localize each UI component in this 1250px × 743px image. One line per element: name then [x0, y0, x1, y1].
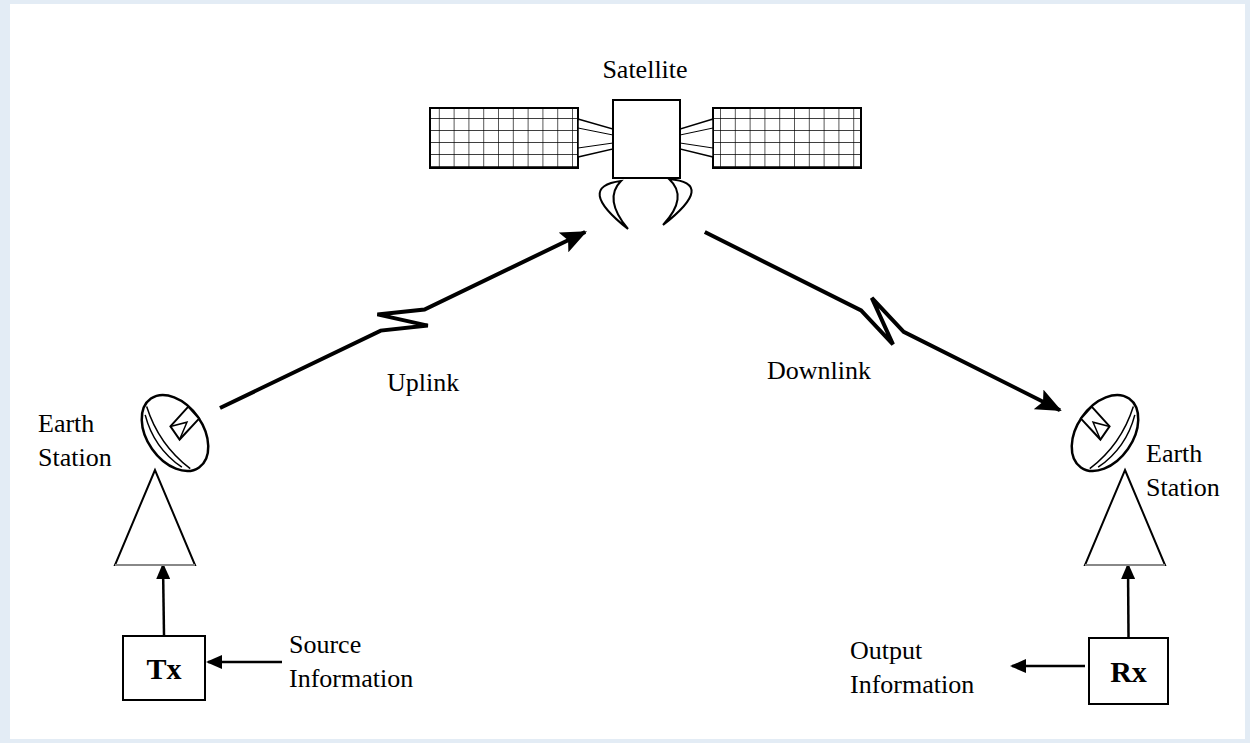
dish-feed — [170, 417, 192, 439]
link-label: Downlink — [765, 354, 873, 388]
side-label: Output Information — [850, 634, 1010, 702]
receiver-box: Rx — [1088, 637, 1169, 705]
link-label: Uplink — [385, 366, 461, 400]
satellite-dish — [600, 181, 628, 229]
node-label: Satellite — [585, 53, 705, 87]
earth-station: Earth Station — [115, 385, 220, 565]
dish-feed — [167, 405, 203, 439]
earth-station: Earth Station — [1060, 385, 1165, 565]
node-label: Earth Station — [1146, 437, 1246, 505]
signal-arrow — [1127, 565, 1130, 637]
station-tower — [115, 470, 195, 565]
earth-station-drawing — [115, 385, 220, 565]
radio-link — [705, 232, 1060, 410]
dish-feed — [1087, 417, 1109, 439]
station-base — [1085, 564, 1165, 566]
box-label: Rx — [1110, 652, 1147, 691]
box-label: Tx — [146, 649, 181, 688]
side-label: Source Information — [289, 628, 449, 696]
panel-arm — [680, 119, 713, 157]
transmitter-box: Tx — [122, 635, 206, 701]
dish-feed — [1077, 405, 1113, 439]
panel-arm — [578, 128, 613, 148]
satellite-drawing — [425, 95, 865, 232]
satellite-dish — [663, 179, 692, 225]
panel-arm — [680, 128, 713, 148]
dish-reflector — [1058, 383, 1152, 484]
solar-panel — [430, 108, 578, 168]
radio-link — [220, 232, 585, 408]
satellite: Satellite — [425, 95, 865, 232]
solar-panel — [713, 108, 861, 168]
output-arrow — [1012, 665, 1085, 668]
signal-arrow — [163, 565, 164, 635]
station-base — [115, 564, 195, 566]
satellite-body — [613, 100, 680, 178]
node-label: Earth Station — [38, 407, 134, 475]
dish-reflector — [128, 383, 222, 484]
panel-arm — [578, 119, 613, 157]
source-arrow — [208, 661, 282, 664]
